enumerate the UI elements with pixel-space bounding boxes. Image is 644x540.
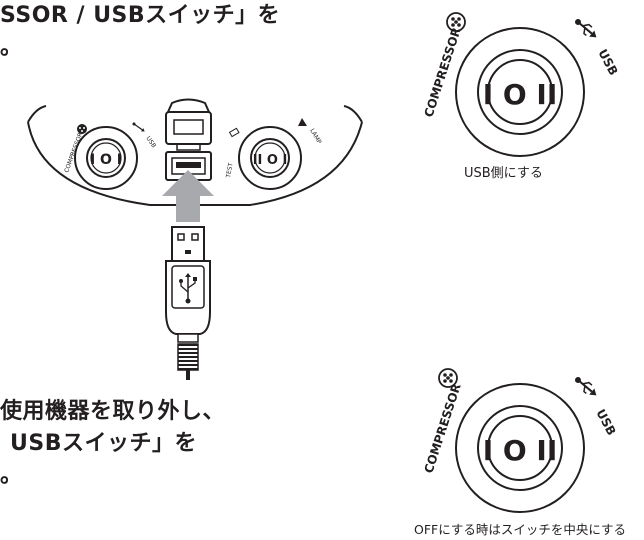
- usb-trident-icon: [575, 19, 597, 38]
- instruction-top-line1: SSOR / USBスイッチ」を: [0, 3, 281, 28]
- panel-lamp-label: LAMP: [308, 128, 322, 146]
- fan-icon: [438, 368, 458, 388]
- usb-switch-symbol: I O II: [483, 78, 558, 111]
- lamp-icon: [298, 118, 307, 126]
- instruction-bottom-line3: 。: [0, 463, 23, 488]
- instruction-top-line2: 。: [0, 35, 23, 60]
- fan-icon: [77, 124, 87, 134]
- instruction-top: SSOR / USBスイッチ」を 。: [0, 0, 280, 64]
- off-switch-usb-label: USB: [593, 407, 618, 438]
- panel-usb-label: USB: [144, 135, 157, 149]
- switch-right-symbol: II O I: [253, 153, 288, 168]
- battery-icon: [228, 127, 240, 138]
- instruction-bottom: 使用機器を取り外し、 USBスイッチ」を 。: [0, 396, 225, 492]
- off-switch-caption: OFFにする時はスイッチを中央にする: [414, 522, 626, 537]
- panel-compressor-label: COMPRESSOR: [63, 132, 84, 174]
- usb-switch-usb-label: USB: [595, 47, 620, 78]
- insert-arrow: [162, 170, 214, 222]
- instruction-bottom-line2: USBスイッチ」を: [10, 431, 197, 456]
- compressor-usb-switch[interactable]: I O I: [74, 126, 138, 190]
- test-lamp-switch[interactable]: II O I: [238, 126, 302, 190]
- usb-symbol-icon: [179, 273, 197, 304]
- switch-usb-diagram: I O II COMPRESSOR USB: [422, 12, 621, 157]
- switch-left-symbol: I O I: [90, 152, 122, 168]
- usb-trident-icon: [132, 122, 145, 132]
- usb-port[interactable]: [165, 98, 212, 181]
- off-switch-symbol: I O II: [483, 434, 558, 467]
- usb-switch-caption: USB側にする: [464, 166, 543, 181]
- panel-outline: [27, 121, 363, 206]
- usb-plug[interactable]: [165, 226, 211, 380]
- instruction-bottom-line1: 使用機器を取り外し、: [0, 399, 226, 424]
- fan-icon: [446, 12, 466, 32]
- switch-off-diagram: I O II COMPRESSOR USB: [422, 368, 619, 513]
- panel-test-label: TEST: [225, 162, 235, 179]
- usb-trident-icon: [575, 377, 597, 396]
